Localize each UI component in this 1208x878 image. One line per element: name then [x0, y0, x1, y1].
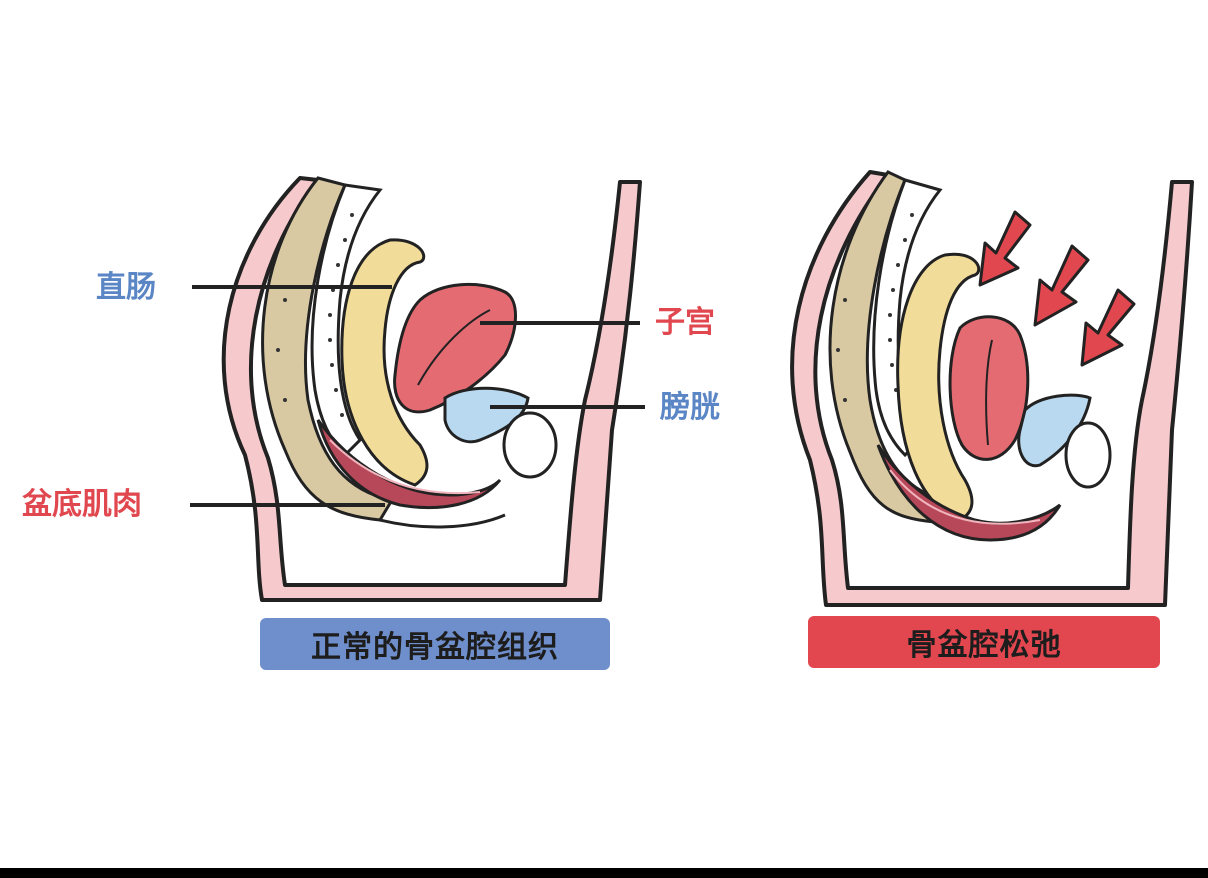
normal-uterus-cavity [417, 309, 491, 386]
relaxed-pelvis-illustration [790, 170, 1194, 607]
arrow-down-icon [1080, 288, 1136, 367]
relaxed-pubic-bone [1064, 421, 1112, 489]
bottom-bar [0, 868, 1208, 878]
normal-body-skin [221, 176, 642, 602]
relaxed-uterus [948, 315, 1030, 461]
normal-caption: 正常的骨盆腔组织 [260, 618, 610, 670]
relaxed-uterus-cavity [985, 339, 993, 446]
bladder-label: 膀胱 [660, 390, 720, 425]
normal-vertebra-dots [276, 213, 354, 417]
relaxed-rectum [896, 252, 981, 522]
relaxed-body-skin [790, 170, 1194, 607]
relaxed-caption: 骨盆腔松弛 [808, 616, 1160, 668]
normal-vertebrae [310, 183, 383, 458]
rectum-label: 直肠 [96, 270, 156, 305]
uterus-label: 子宫 [655, 305, 715, 340]
normal-pubic-bone [502, 411, 558, 479]
normal-pelvis-illustration [221, 176, 642, 602]
pressure-arrows [978, 210, 1136, 367]
pelvic-floor-label: 盆底肌肉 [22, 487, 142, 522]
arrow-down-icon [978, 210, 1032, 287]
arrow-down-icon [1033, 244, 1090, 327]
normal-rectum [340, 238, 429, 487]
